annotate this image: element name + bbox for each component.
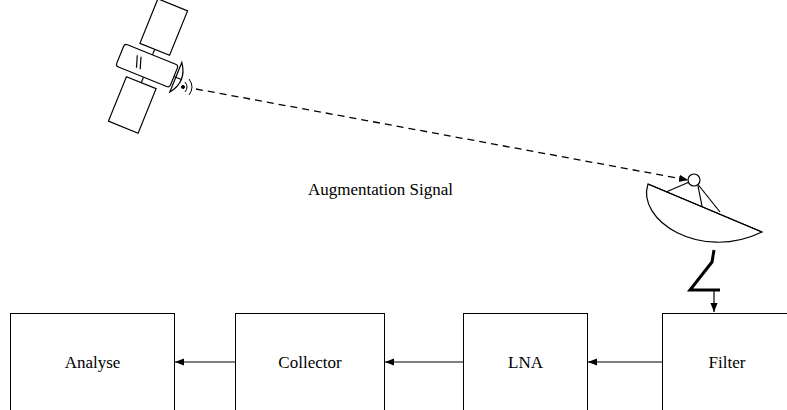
flow-arrow (385, 361, 463, 362)
box-label: Filter (709, 353, 746, 373)
signal-label: Augmentation Signal (306, 180, 455, 200)
box-label: Analyse (65, 353, 121, 373)
signal-arrow (196, 89, 688, 180)
flow-arrow (588, 361, 662, 362)
process-box: Collector (235, 313, 385, 410)
process-box: Filter (662, 313, 787, 410)
box-label: Collector (278, 353, 341, 373)
feed-arrow (713, 290, 714, 312)
radio-waves (182, 79, 193, 95)
flow-arrow (175, 361, 235, 362)
dish-antenna (647, 174, 762, 290)
box-label: LNA (508, 353, 543, 373)
satellite-symbol (95, 0, 206, 141)
process-box: LNA (463, 313, 588, 410)
process-box: Analyse (10, 313, 175, 410)
